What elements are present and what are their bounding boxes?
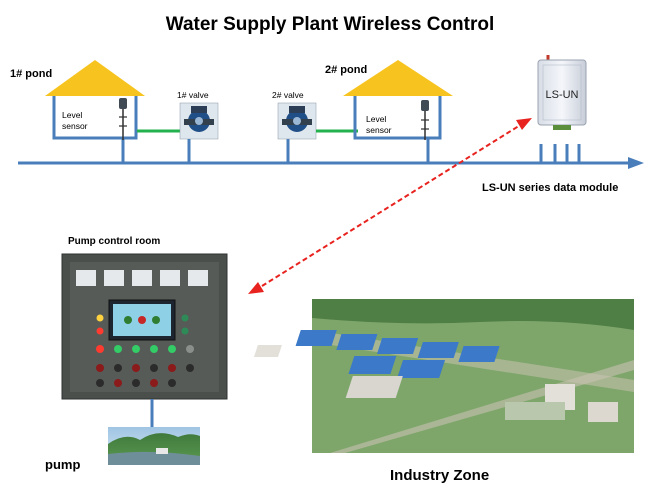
wireless-link [248,118,532,294]
pond-2: 2# pond Level sensor [325,60,453,163]
pond-1-roof [45,60,145,96]
pond-2-basin [353,96,442,140]
valve-2: 2# valve [272,90,317,163]
pond-1-level-sensor [119,98,127,140]
pump-photo [108,427,200,465]
panel-switches [96,364,194,387]
panel-gauges [76,270,208,286]
module-screen-label: LS-UN [545,89,578,101]
wireless-arrow-head-bottom [248,282,264,294]
pond-1-basin [52,96,138,140]
valve-2-label: 2# valve [272,90,304,100]
pond-2-label: 2# pond [325,64,367,76]
pump-control-panel [61,253,228,400]
pipeline-arrow-head [628,157,644,169]
pond-2-sensor-label-line2: sensor [366,125,392,135]
pond-2-sensor-label-line1: Level [366,114,386,124]
wireless-arrow-head-top [516,118,532,130]
pond-1: 1# pond Level sensor [10,60,145,163]
page-title: Water Supply Plant Wireless Control [166,14,495,35]
pond-1-label: 1# pond [10,68,52,80]
industry-zone-image [254,299,634,453]
valve-1-label: 1# valve [177,90,209,100]
pond-1-sensor-label-line2: sensor [62,121,88,131]
valve-1: 1# valve [177,90,219,163]
pond-1-sensor-label-line1: Level [62,110,82,120]
ls-un-data-module: LS-UN [537,55,587,163]
pump-label: pump [45,457,80,472]
module-caption: LS-UN series data module [482,182,618,194]
panel-indicator-lights [96,345,194,353]
industry-zone-label: Industry Zone [390,467,489,484]
pond-2-level-sensor [421,100,429,140]
main-pipeline [18,157,644,169]
pump-room-label: Pump control room [68,236,160,247]
pond-2-roof [343,60,453,96]
